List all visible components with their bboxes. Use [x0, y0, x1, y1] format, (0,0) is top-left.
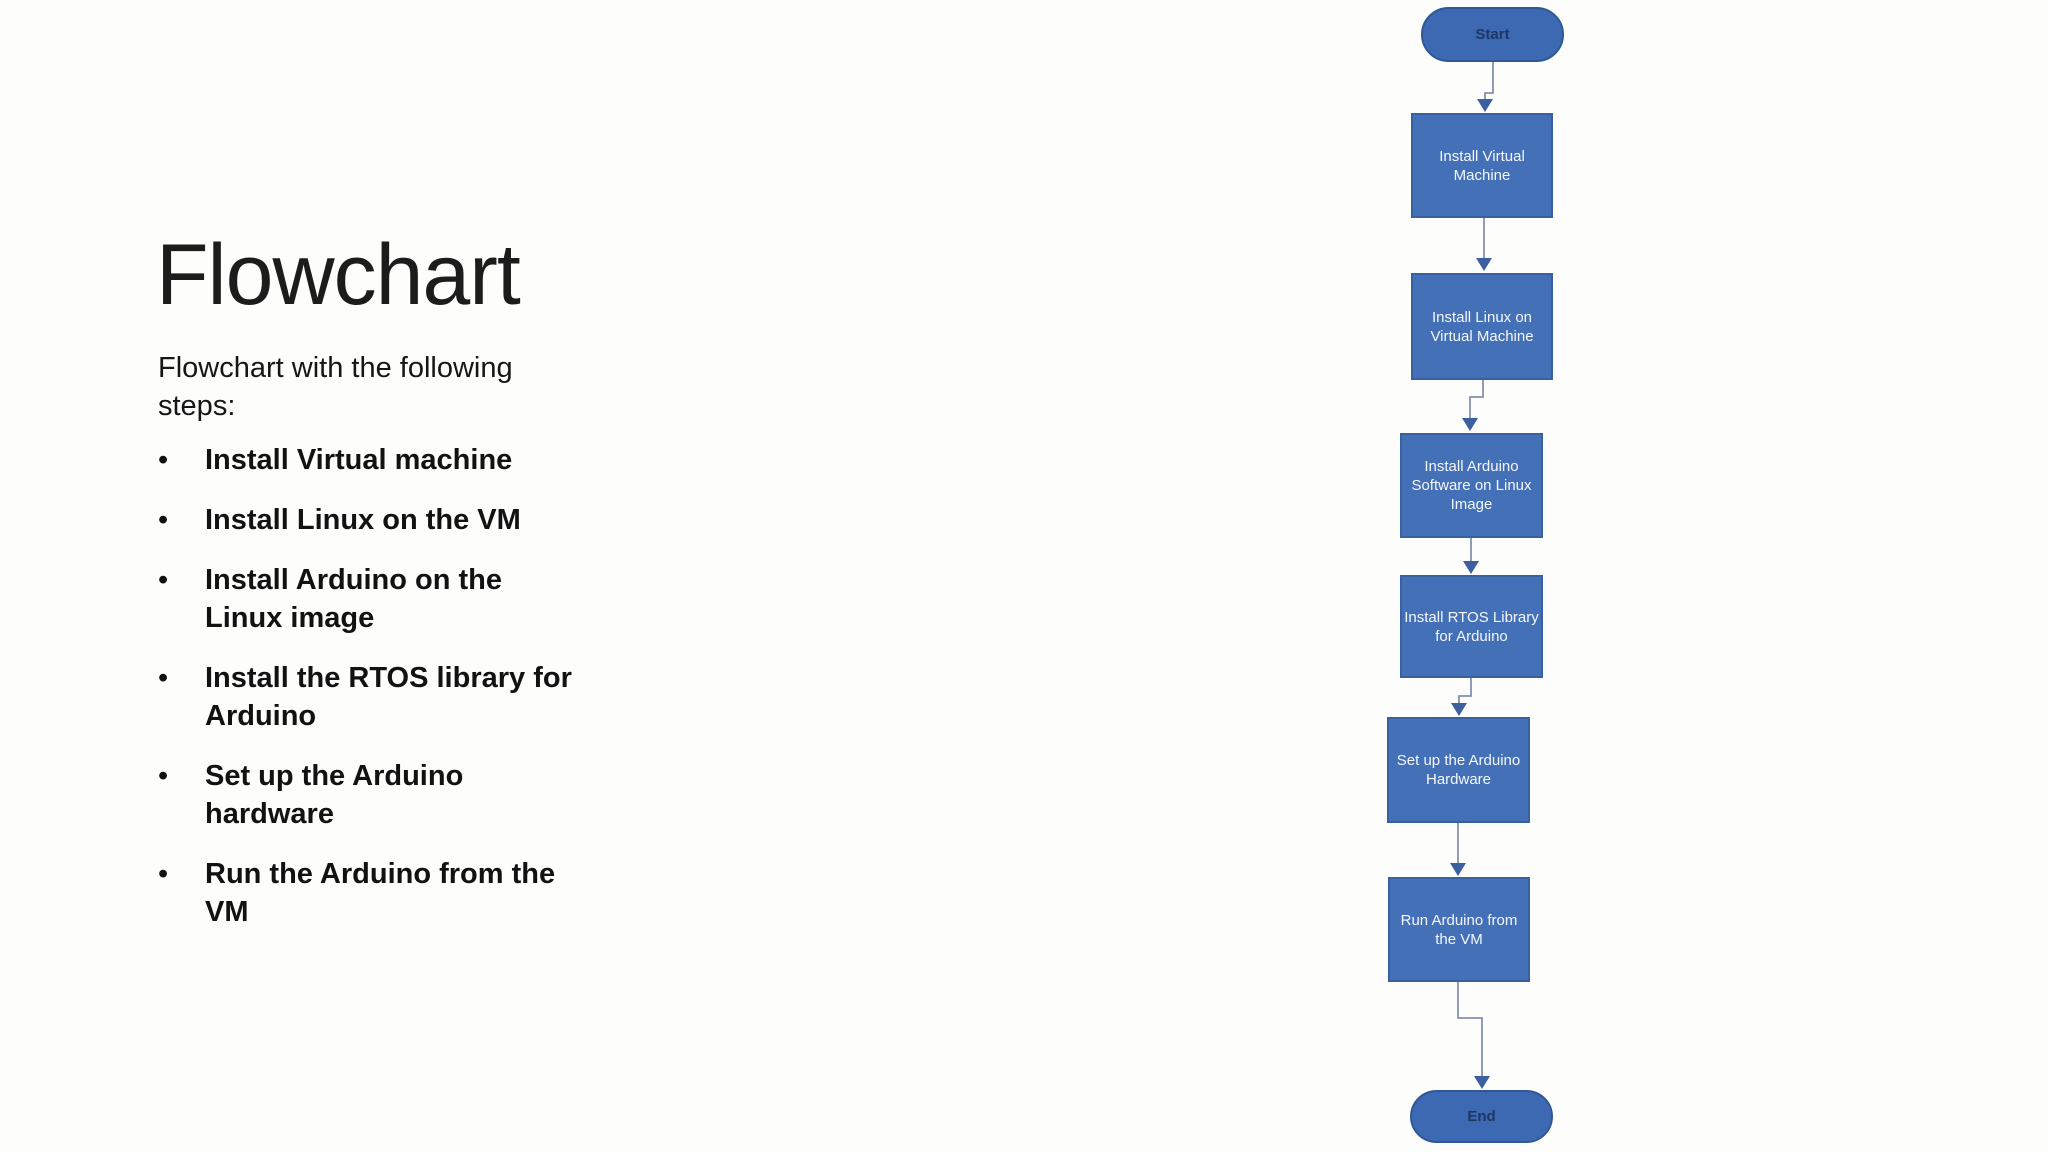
arrowhead-icon — [1462, 418, 1478, 431]
connector-install-rtos-to-setup-hardware — [1458, 678, 1472, 704]
bullet-item: • Install Arduino on the Linux image — [158, 561, 628, 637]
flowchart-node-install-linux: Install Linux on Virtual Machine — [1411, 273, 1553, 380]
bullet-text: Install the RTOS library for Arduino — [205, 662, 572, 732]
bullet-item: • Run the Arduino from the VM — [158, 855, 628, 931]
bullet-dot-icon: • — [158, 504, 169, 536]
arrowhead-icon — [1477, 99, 1493, 112]
arrowhead-icon — [1463, 561, 1479, 574]
connector-start-to-install-vm — [1484, 62, 1494, 100]
arrowhead-icon — [1476, 258, 1492, 271]
bullet-dot-icon: • — [158, 662, 169, 694]
bullet-text: Install Arduino on the Linux image — [205, 564, 502, 634]
bullet-item: • Install the RTOS library for Arduino — [158, 659, 628, 735]
bullet-dot-icon: • — [158, 760, 169, 792]
bullet-text: Install Virtual machine — [205, 444, 513, 476]
slide-title: Flowchart — [156, 227, 521, 323]
connector-install-linux-to-install-arduino — [1469, 380, 1484, 419]
bullet-dot-icon: • — [158, 858, 169, 890]
bullet-list: • Install Virtual machine • Install Linu… — [158, 441, 628, 953]
flowchart-node-run-arduino: Run Arduino from the VM — [1388, 877, 1530, 982]
arrowhead-icon — [1451, 703, 1467, 716]
bullet-item: • Install Linux on the VM — [158, 501, 628, 539]
bullet-text: Install Linux on the VM — [205, 504, 521, 536]
flowchart-node-start: Start — [1421, 7, 1564, 62]
arrowhead-icon — [1474, 1076, 1490, 1089]
arrowhead-icon — [1450, 863, 1466, 876]
connector-run-arduino-to-end — [1457, 982, 1483, 1077]
bullet-item: • Install Virtual machine — [158, 441, 628, 479]
bullet-text: Set up the Arduino hardware — [205, 760, 464, 830]
flowchart-node-install-arduino: Install Arduino Software on Linux Image — [1400, 433, 1543, 538]
slide-subtitle: Flowchart with the following steps: — [158, 352, 513, 422]
flowchart-node-setup-hardware: Set up the Arduino Hardware — [1387, 717, 1530, 823]
bullet-dot-icon: • — [158, 564, 169, 596]
flowchart-node-install-vm: Install Virtual Machine — [1411, 113, 1553, 218]
bullet-text: Run the Arduino from the VM — [205, 858, 556, 928]
bullet-item: • Set up the Arduino hardware — [158, 757, 628, 833]
flowchart-node-install-rtos: Install RTOS Library for Arduino — [1400, 575, 1543, 678]
flowchart-node-end: End — [1410, 1090, 1553, 1143]
bullet-dot-icon: • — [158, 444, 169, 476]
